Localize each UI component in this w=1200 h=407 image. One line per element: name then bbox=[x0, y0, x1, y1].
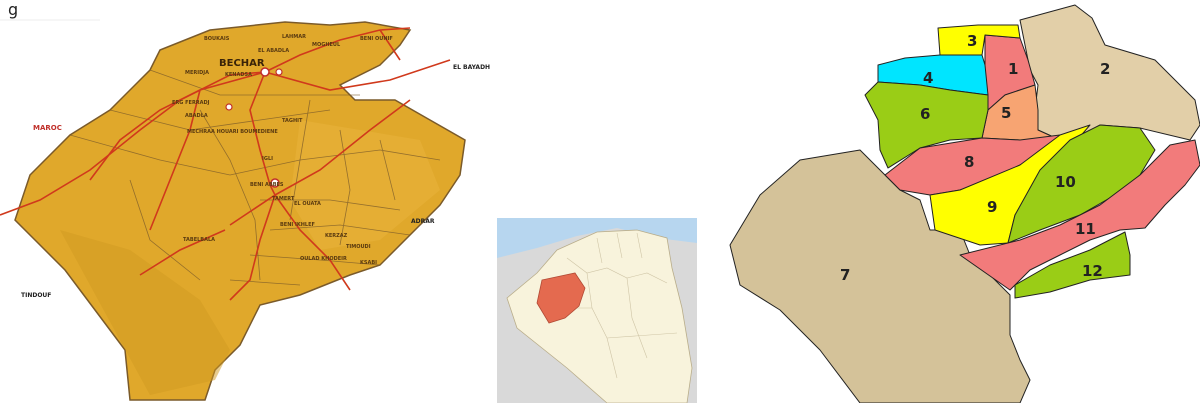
town-label: KSABI bbox=[360, 260, 377, 266]
district-12-shape bbox=[1014, 231, 1131, 299]
district-number-11: 11 bbox=[1075, 220, 1096, 238]
town-label: BENI IKHLEF bbox=[280, 222, 315, 228]
town-label: BOUKAIS bbox=[204, 36, 230, 42]
district-number-5: 5 bbox=[1001, 104, 1011, 122]
town-label: KERZAZ bbox=[325, 233, 348, 239]
district-number-2: 2 bbox=[1100, 60, 1110, 78]
district-number-12: 12 bbox=[1082, 262, 1103, 280]
town-label: MERIDJA bbox=[185, 70, 209, 76]
town-label: BENI OUNIF bbox=[360, 36, 393, 42]
city-markers bbox=[225, 67, 283, 188]
terrain-shading bbox=[60, 230, 230, 395]
district-number-1: 1 bbox=[1008, 60, 1018, 78]
district-number-9: 9 bbox=[987, 198, 997, 216]
district-numbers: 3 1 2 4 5 6 8 10 9 11 12 7 bbox=[840, 32, 1110, 284]
town-label: IGLI bbox=[262, 156, 273, 162]
city-label-main: BECHAR bbox=[219, 58, 265, 69]
district-11-shape bbox=[959, 139, 1200, 291]
district-number-4: 4 bbox=[923, 69, 933, 87]
neighbor-label-east-top: EL BAYADH bbox=[453, 64, 490, 71]
town-label: TIMOUDI bbox=[346, 244, 371, 250]
town-label: BENI ABBES bbox=[250, 182, 284, 188]
town-label: ERG FERRADJ bbox=[172, 100, 210, 106]
district-10-shape bbox=[1007, 124, 1156, 244]
town-label: KENADSA bbox=[225, 72, 252, 78]
town-label: LAHMAR bbox=[282, 34, 306, 40]
neighbor-label-west: MAROC bbox=[33, 124, 62, 132]
town-label: EL OUATA bbox=[294, 201, 321, 207]
district-number-8: 8 bbox=[964, 153, 974, 171]
town-label: EL ABADLA bbox=[258, 48, 289, 54]
town-label: ABADLA bbox=[185, 113, 208, 119]
district-boundaries bbox=[69, 69, 441, 286]
inset-highlight-bechar bbox=[536, 272, 586, 324]
district-number-6: 6 bbox=[920, 105, 930, 123]
town-label: MECHRAA HOUARI BOUMEDIENE bbox=[187, 129, 278, 135]
terrain-shading-east bbox=[290, 120, 440, 250]
road-network bbox=[0, 27, 451, 301]
town-label: TAGHIT bbox=[282, 118, 303, 124]
inset-sea bbox=[497, 218, 697, 258]
town-label: TABELBALA bbox=[183, 237, 215, 243]
neighbor-label-east: ADRAR bbox=[411, 218, 435, 225]
district-map: 3 1 2 4 5 6 8 10 9 11 12 7 bbox=[720, 0, 1200, 404]
town-labels: KENADSA EL ABADLA TAGHIT IGLI BENI ABBES… bbox=[172, 34, 393, 266]
figure-letter: g bbox=[8, 0, 18, 19]
inset-province-lines bbox=[557, 232, 678, 379]
town-label: TAMERT bbox=[272, 196, 295, 202]
town-label: OULAD KHODEIR bbox=[300, 256, 347, 262]
physical-road-map: g bbox=[0, 0, 520, 403]
locator-inset-map bbox=[497, 218, 697, 404]
district-number-3: 3 bbox=[967, 32, 977, 50]
district-number-7: 7 bbox=[840, 266, 850, 284]
neighbor-label-south-west: TINDOUF bbox=[21, 292, 51, 299]
district-number-10: 10 bbox=[1055, 173, 1076, 191]
town-label: MOGHEUL bbox=[312, 42, 341, 48]
